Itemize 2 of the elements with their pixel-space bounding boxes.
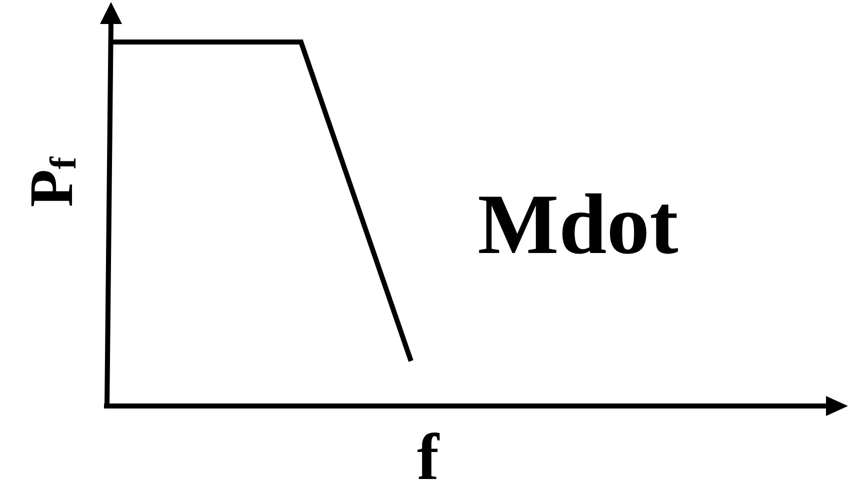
x-axis-label: f [417,425,439,491]
curve-label: Mdot [478,181,678,267]
